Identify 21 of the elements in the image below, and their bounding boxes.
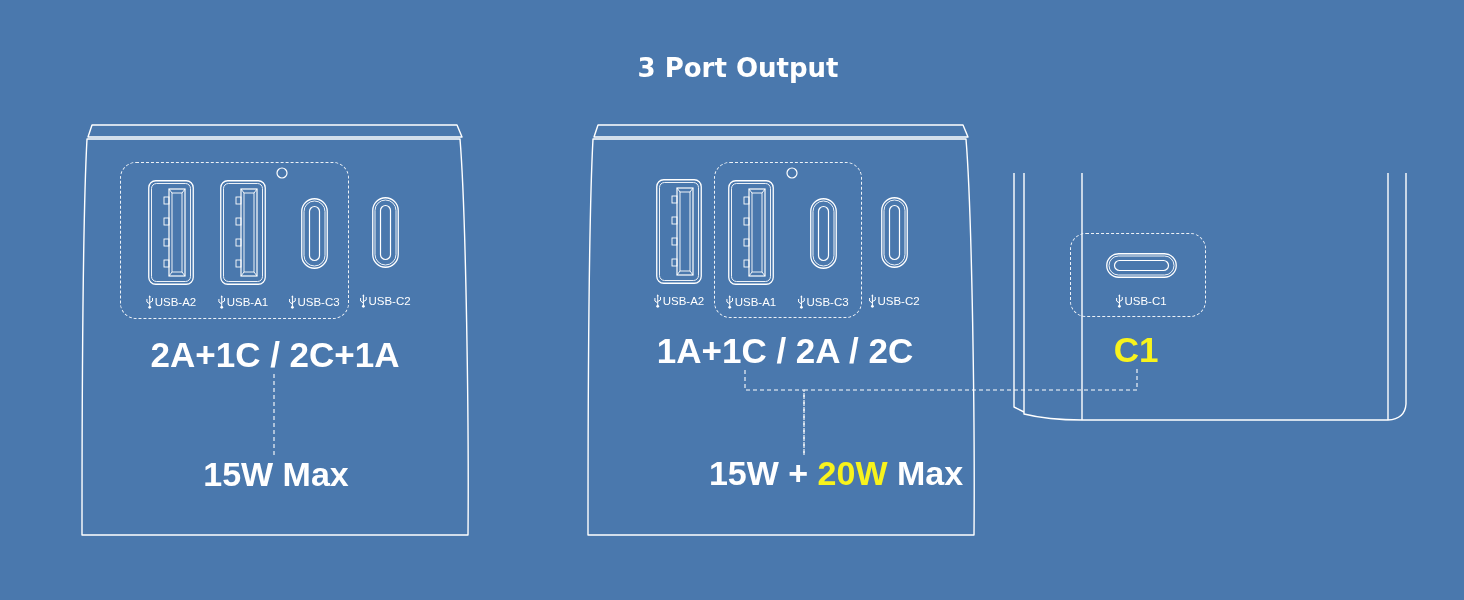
title: 3 Port Output [637,53,839,83]
port-label: USB-A2 [154,295,197,309]
dashed-group-outline [714,162,862,318]
port-label: USB-C2 [368,294,411,308]
port-label: USB-A1 [734,295,777,309]
dashed-connector [744,369,805,456]
port-label: USB-A2 [662,294,705,308]
dashed-connector [803,368,1138,456]
port-label: USB-C1 [1124,294,1167,308]
port-label: USB-C3 [297,295,340,309]
max-power-text: 15W + 20W Max [708,455,964,492]
port-combination-text: 2A+1C / 2C+1A [150,336,400,374]
dashed-group-outline [120,162,349,319]
port-combination-text: 1A+1C / 2A / 2C [656,332,914,370]
port-name-text: C1 [1113,331,1159,369]
dashed-connector [273,373,275,457]
max-power-text: 15W Max [203,456,349,493]
port-label: USB-A1 [226,295,269,309]
dashed-group-outline [1070,233,1206,317]
port-label: USB-C2 [877,294,920,308]
port-label: USB-C3 [806,295,849,309]
